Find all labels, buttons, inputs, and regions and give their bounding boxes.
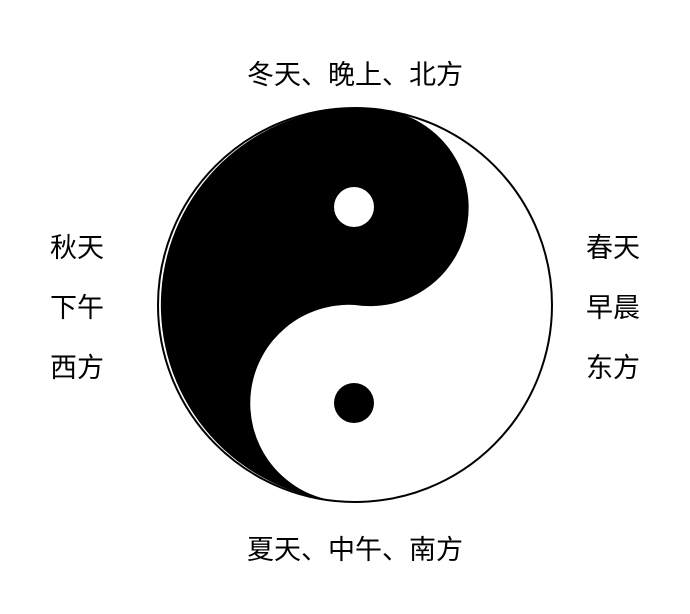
east-labels: 春天 早晨 东方 (586, 235, 640, 415)
west-label: 西方 (50, 353, 104, 384)
yin-region (160, 108, 469, 500)
morning-label: 早晨 (586, 293, 640, 324)
yang-dot (334, 187, 374, 227)
afternoon-label: 下午 (50, 293, 104, 324)
west-labels: 秋天 下午 西方 (50, 235, 104, 415)
east-label: 东方 (586, 353, 640, 384)
south-label: 夏天、中午、南方 (247, 535, 463, 566)
yin-dot (334, 383, 374, 423)
north-label: 冬天、晚上、北方 (247, 60, 463, 91)
autumn-label: 秋天 (50, 233, 104, 264)
spring-label: 春天 (586, 233, 640, 264)
